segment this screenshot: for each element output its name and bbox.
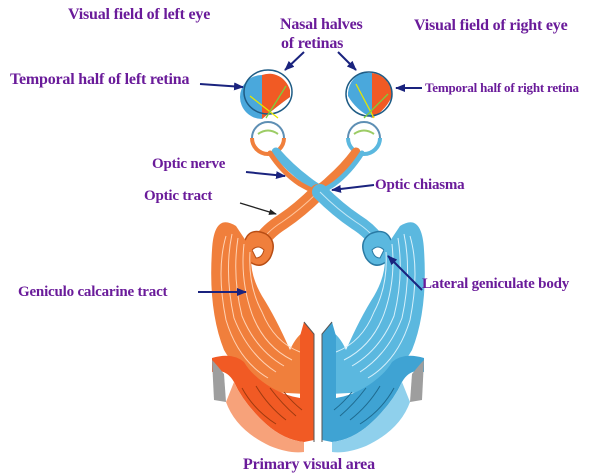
arrow-nasal-right xyxy=(338,52,356,70)
arrow-optic-tract xyxy=(240,203,276,214)
label-optic-nerve: Optic nerve xyxy=(152,156,225,173)
label-optic-tract: Optic tract xyxy=(144,188,212,205)
arrow-temporal-left xyxy=(200,84,243,87)
arrow-optic-nerve xyxy=(246,172,285,176)
left-visual-field-circle xyxy=(240,70,292,119)
label-nasal-halves-line1: Nasal halves xyxy=(280,16,363,34)
arrow-optic-chiasma xyxy=(332,185,374,190)
label-visual-field-left: Visual field of left eye xyxy=(68,6,210,24)
label-primary-visual-area: Primary visual area xyxy=(243,456,375,474)
label-nasal-halves-line2: of retinas xyxy=(281,35,343,53)
label-visual-field-right: Visual field of right eye xyxy=(414,17,568,35)
label-geniculo-calcarine-tract: Geniculo calcarine tract xyxy=(18,284,167,301)
label-temporal-right: Temporal half of right retina xyxy=(425,80,579,96)
arrow-nasal-left xyxy=(285,52,304,70)
right-visual-field-circle xyxy=(346,72,392,118)
label-lateral-geniculate-body: Lateral geniculate body xyxy=(422,276,569,293)
label-temporal-left: Temporal half of left retina xyxy=(10,71,189,89)
label-optic-chiasma: Optic chiasma xyxy=(375,177,464,194)
